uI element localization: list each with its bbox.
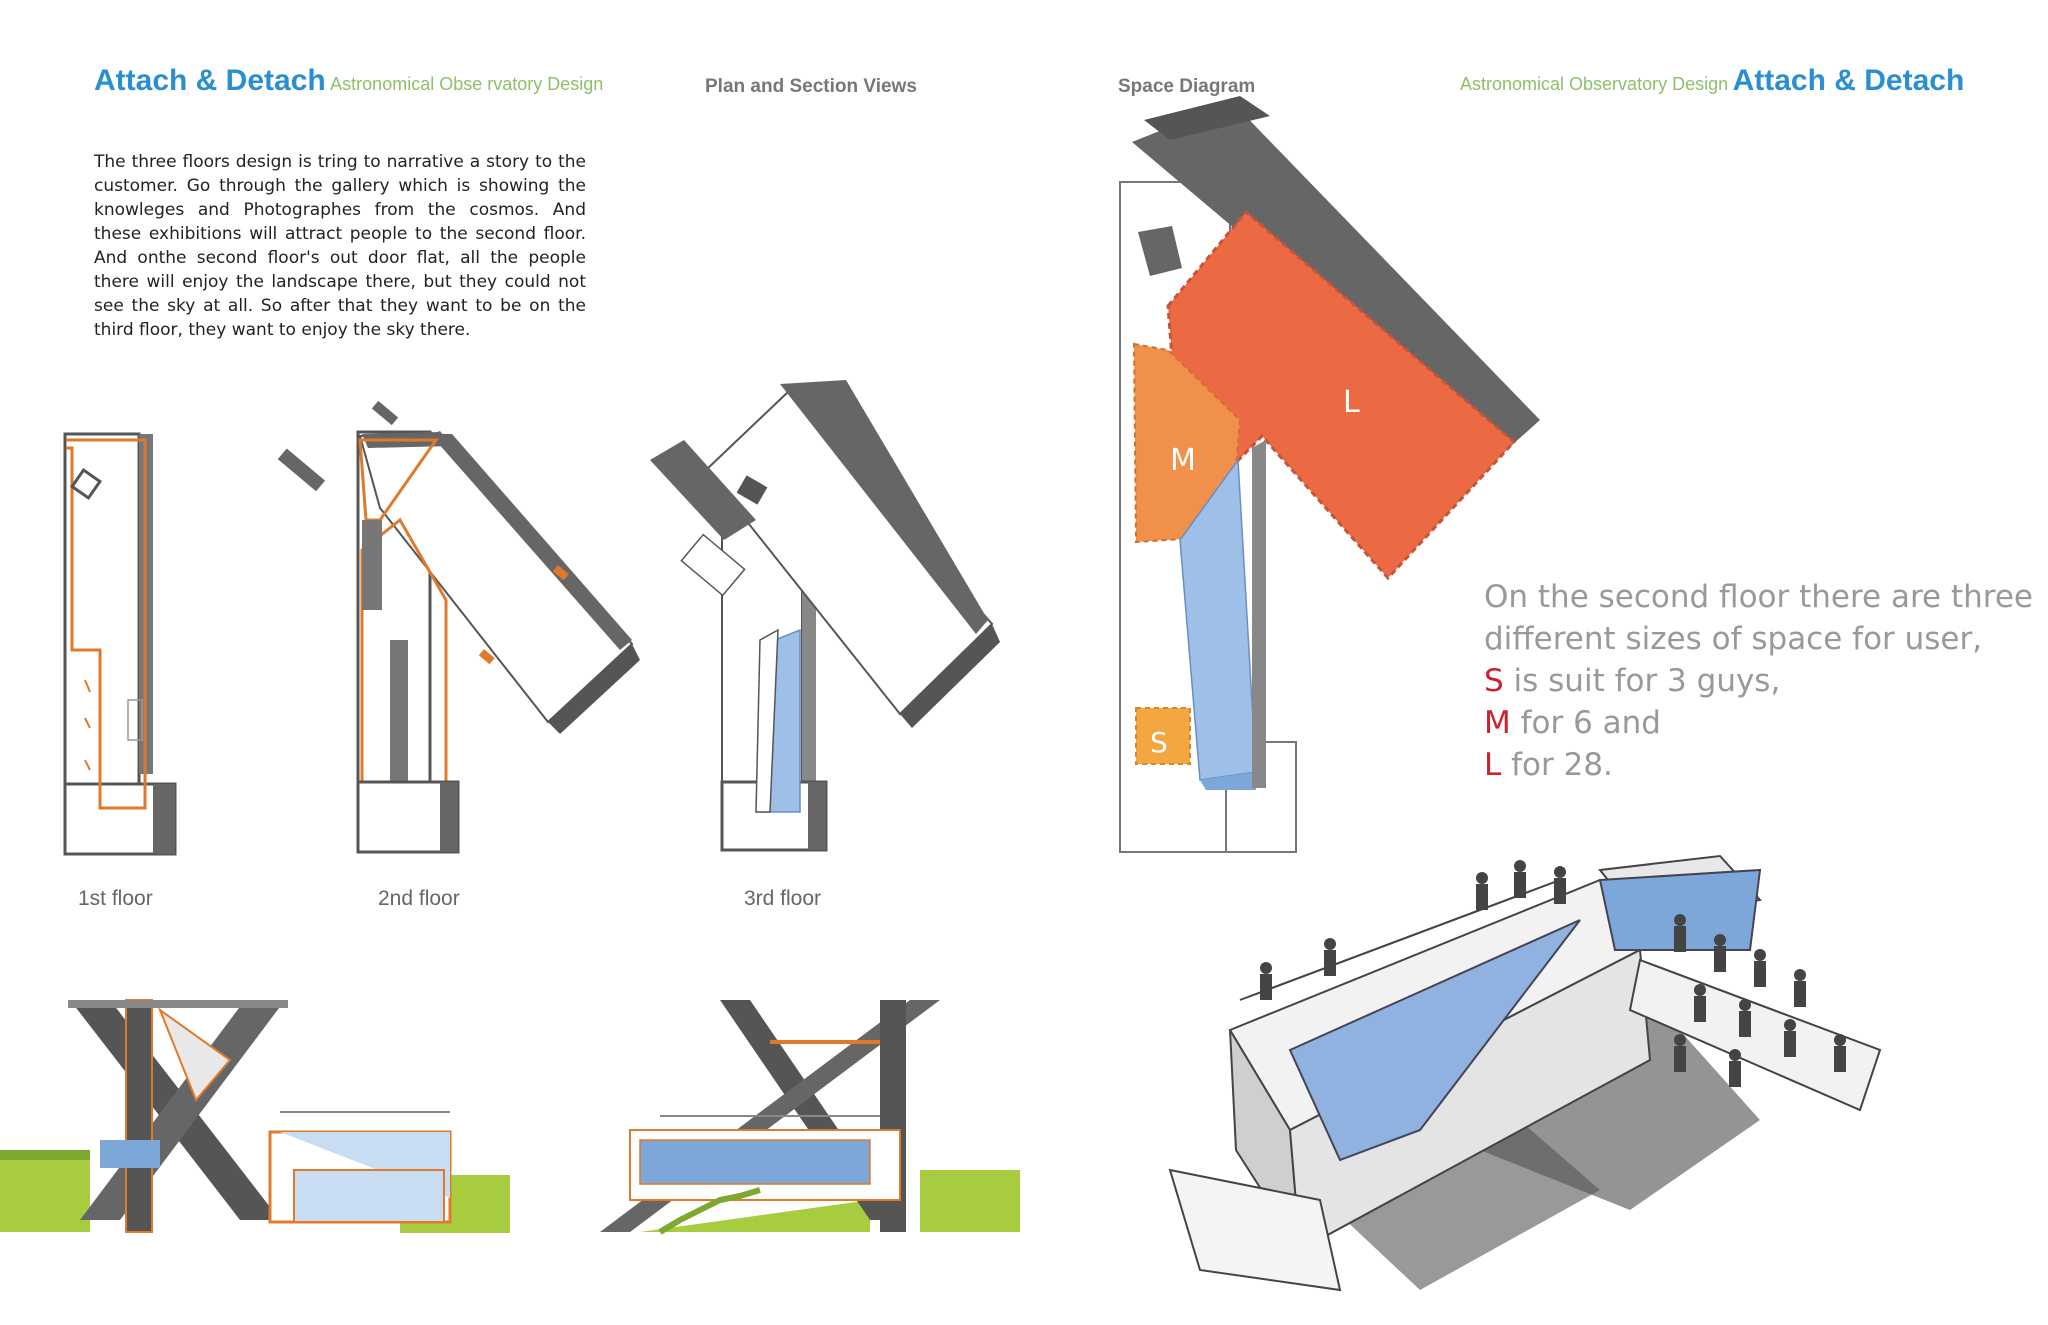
floor-label-2: 2nd floor bbox=[378, 887, 460, 910]
header-right: Astronomical Observatory Design Attach &… bbox=[1460, 64, 1964, 98]
section-right bbox=[600, 1000, 1020, 1235]
header-right-subtitle: Astronomical Observatory Design bbox=[1460, 74, 1729, 94]
space-diagram-heading: Space Diagram bbox=[1118, 76, 1256, 97]
space-diagram: L M S bbox=[1119, 96, 1540, 853]
plan-section-heading: Plan and Section Views bbox=[705, 76, 917, 97]
description-paragraph: The three floors design is tring to narr… bbox=[94, 152, 586, 340]
legend-l-letter: L bbox=[1484, 747, 1502, 783]
plan-2nd-floor bbox=[277, 400, 640, 854]
legend-l-text: for 28. bbox=[1501, 747, 1613, 783]
legend-s-text: is suit for 3 guys, bbox=[1503, 663, 1781, 699]
plan-1st-floor bbox=[63, 432, 177, 856]
people-group bbox=[1260, 860, 1846, 1087]
label-l: L bbox=[1343, 385, 1360, 420]
floor-label-1: 1st floor bbox=[78, 887, 153, 910]
legend-s-letter: S bbox=[1484, 663, 1504, 699]
legend-medium: M for 6 and bbox=[1484, 702, 2033, 744]
legend-large: L for 28. bbox=[1484, 744, 2033, 786]
label-m: M bbox=[1170, 443, 1196, 478]
header-left: Attach & Detach Astronomical Obse rvator… bbox=[94, 64, 603, 98]
header-right-title: Attach & Detach bbox=[1732, 64, 1965, 97]
legend-m-letter: M bbox=[1484, 705, 1511, 741]
header-left-subtitle: Astronomical Obse rvatory Design bbox=[330, 74, 604, 94]
section-left bbox=[0, 999, 510, 1233]
plan-3rd-floor bbox=[650, 380, 1000, 852]
perspective-view bbox=[1168, 854, 1882, 1292]
legend-line-2: different sizes of space for user, bbox=[1484, 621, 1983, 657]
floor-label-3: 3rd floor bbox=[744, 887, 822, 910]
legend-m-text: for 6 and bbox=[1510, 705, 1661, 741]
space-s bbox=[1135, 707, 1191, 765]
label-s: S bbox=[1150, 726, 1168, 759]
legend-small: S is suit for 3 guys, bbox=[1484, 660, 2033, 702]
legend-line-1: On the second floor there are three bbox=[1484, 579, 2033, 615]
space-legend: On the second floor there are three diff… bbox=[1484, 576, 2033, 786]
header-left-title: Attach & Detach bbox=[94, 64, 326, 97]
